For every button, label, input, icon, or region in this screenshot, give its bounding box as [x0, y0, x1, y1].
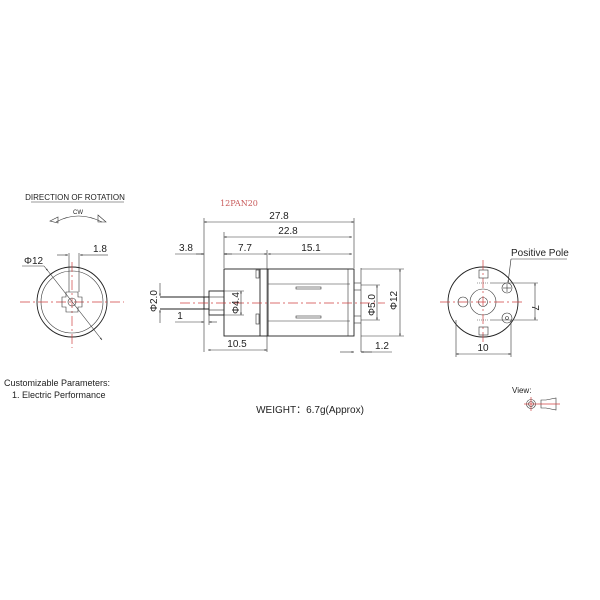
rotation-arc-icon [55, 215, 103, 223]
weight-label: WEIGHT：6.7g(Approx) [256, 405, 364, 416]
terminal-length-dimension: 1.2 [375, 341, 389, 352]
projection-cone-icon [540, 397, 557, 411]
model-title: 12PAN20 [220, 199, 258, 208]
body-diameter-dimension: Φ12 [389, 290, 400, 310]
rear-width-dimension: 10 [477, 343, 489, 354]
gearbox-length-dimension: 7.7 [238, 243, 252, 254]
terminal-spacing-dimension: 7 [529, 305, 540, 311]
rear-boss-diameter-dimension: Φ5.0 [367, 294, 378, 316]
body-length-dimension: 22.8 [278, 226, 298, 237]
overall-length-dimension: 27.8 [269, 211, 289, 222]
customizable-parameter-item: 1. Electric Performance [12, 390, 106, 400]
rotation-indicator: DIRECTION OF ROTATION CW [25, 193, 125, 224]
front-view: 1.8 Φ12 [20, 244, 124, 348]
positive-pole-label: Positive Pole [511, 248, 569, 259]
motor-body [223, 268, 355, 337]
shaft-diameter-dimension: Φ2.0 [149, 290, 160, 312]
shaft-flat-dimension: 1.8 [93, 244, 107, 255]
customizable-parameters-heading: Customizable Parameters: [4, 378, 111, 388]
rotation-heading: DIRECTION OF ROTATION [25, 193, 125, 202]
front-length-dimension: 10.5 [227, 339, 247, 350]
view-label: View: [512, 386, 531, 395]
front-diameter-dimension: Φ12 [24, 256, 44, 267]
motor-length-dimension: 15.1 [301, 243, 321, 254]
rear-view: Positive Pole 7 10 [440, 248, 569, 357]
rotation-direction: CW [73, 210, 83, 216]
projection-view-symbol: View: [512, 386, 560, 411]
side-view: 12PAN20 27.8 22.8 3.8 7.7 15.1 [149, 199, 404, 353]
shaft-cross-icon [61, 291, 83, 313]
shaft-offset-dimension: 1 [177, 311, 183, 322]
boss-diameter-dimension: Φ4.4 [231, 292, 242, 314]
shaft-length-dimension: 3.8 [179, 243, 193, 254]
